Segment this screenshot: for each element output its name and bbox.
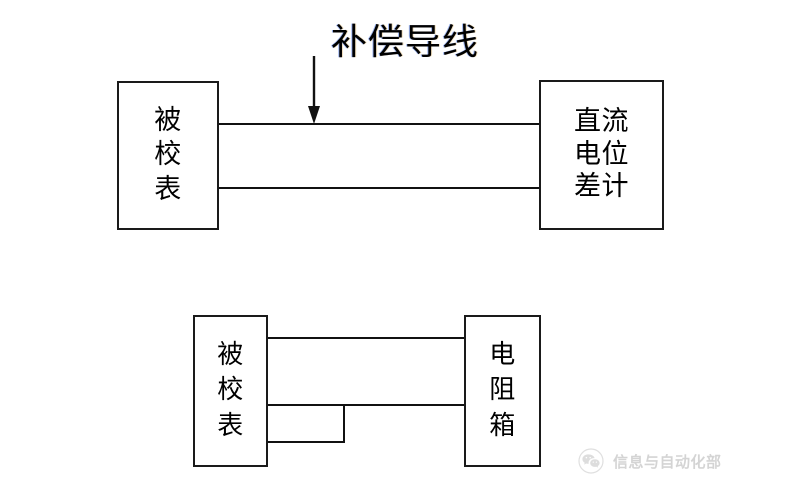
box-label-line: 阻 xyxy=(489,375,516,406)
box-label-line: 被 xyxy=(217,339,244,370)
box-label-line: 校 xyxy=(217,375,244,406)
box-dc-potentiometer: 直流 电位 差计 xyxy=(539,80,664,230)
box-label-line: 差计 xyxy=(574,171,629,203)
box-meter-under-calibration-bottom: 被 校 表 xyxy=(193,315,268,467)
compensating-wire-lower xyxy=(216,187,541,189)
box-label-line: 电位 xyxy=(574,138,629,170)
short-circuit-jumper-vertical xyxy=(343,404,345,443)
box-label-line: 被 xyxy=(154,104,182,136)
box-label-line: 表 xyxy=(217,410,244,441)
short-circuit-jumper-horizontal xyxy=(265,441,345,443)
box-label-line: 校 xyxy=(154,139,182,171)
box-label-line: 表 xyxy=(154,173,182,205)
watermark: 信息与自动化部 xyxy=(578,448,722,474)
box-label-line: 直流 xyxy=(574,106,629,138)
box-resistance-box: 电 阻 箱 xyxy=(464,315,541,467)
box-label-line: 箱 xyxy=(489,410,516,441)
wechat-logo-icon xyxy=(578,448,604,474)
compensating-wire-upper xyxy=(216,123,541,125)
compensating-wire-label: 补偿导线 xyxy=(331,22,480,63)
signal-wire-middle xyxy=(265,404,466,406)
box-meter-under-calibration-top: 被 校 表 xyxy=(117,81,219,230)
down-arrow-icon xyxy=(306,56,322,126)
watermark-text: 信息与自动化部 xyxy=(613,452,722,471)
box-label-line: 电 xyxy=(489,339,516,370)
signal-wire-upper xyxy=(265,337,466,339)
